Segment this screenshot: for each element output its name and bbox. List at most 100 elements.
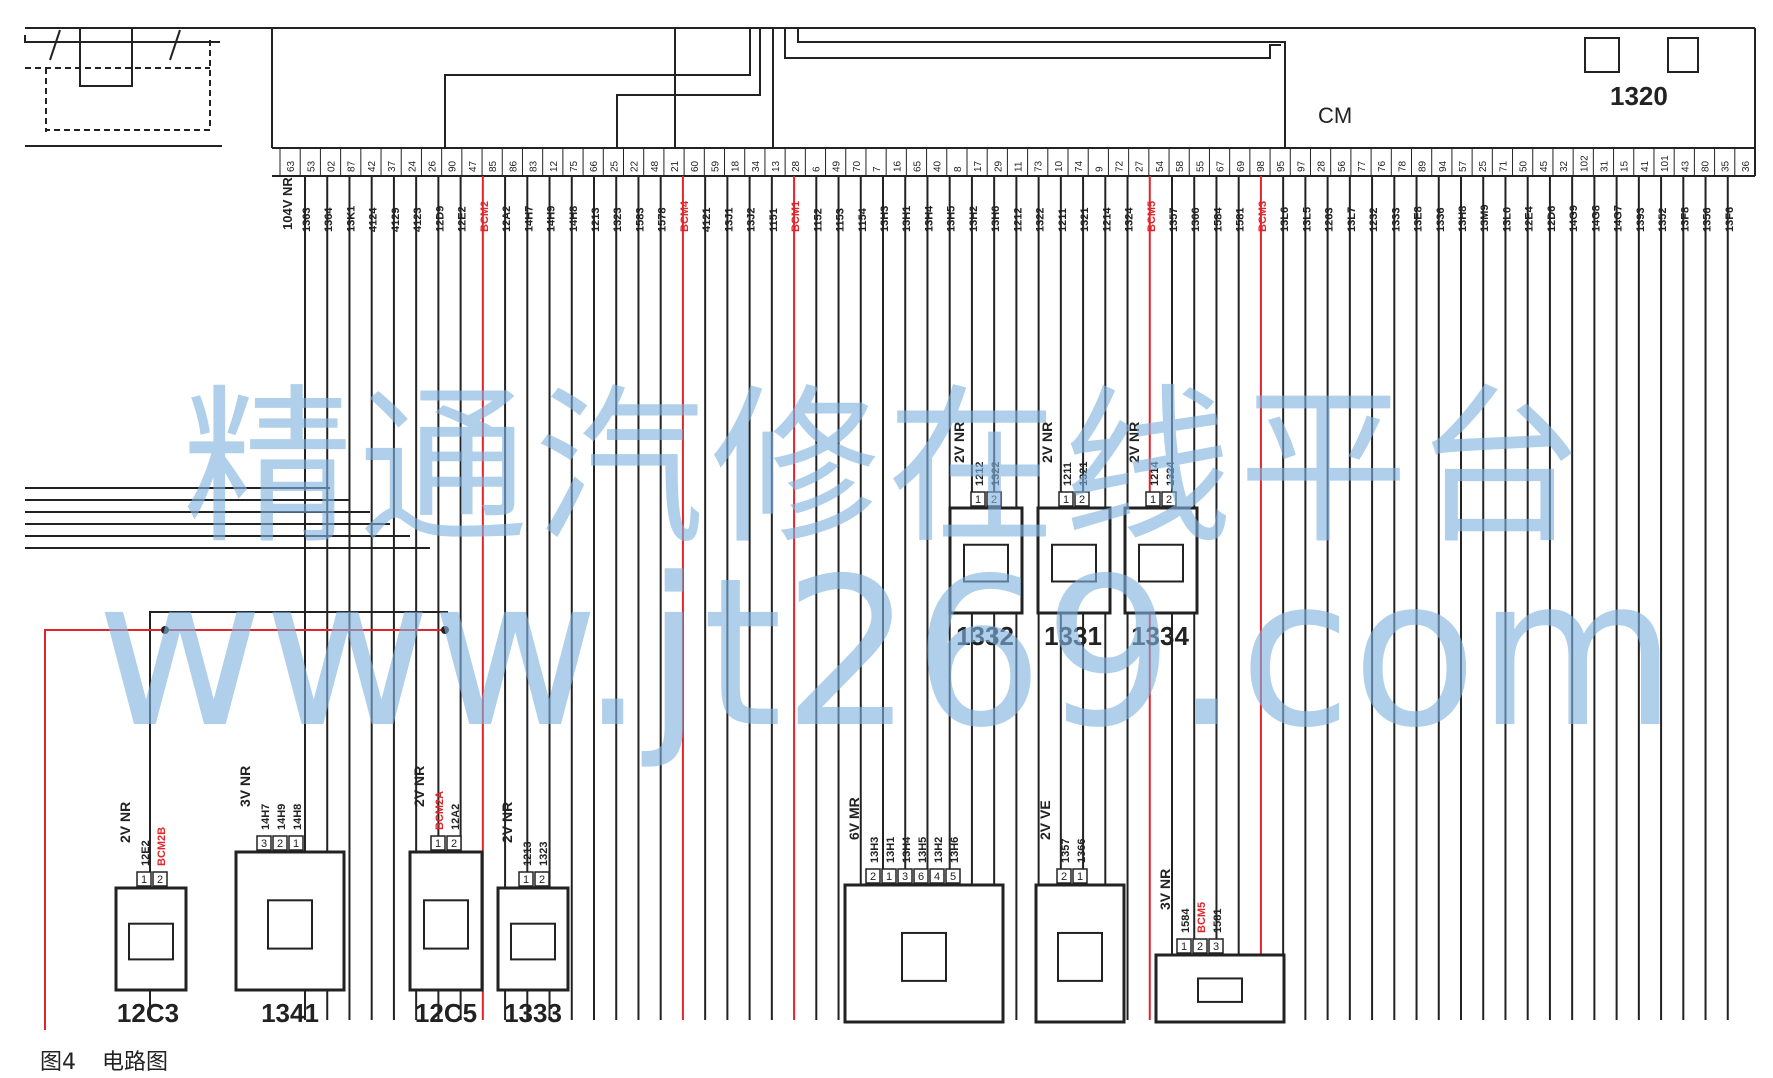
- header-pin-number: 54: [1155, 160, 1166, 172]
- pin-wire-label: BCM5: [1196, 902, 1208, 933]
- component-id: 12C3: [117, 998, 179, 1028]
- header-pin-number: 02: [327, 160, 338, 172]
- pin-number: 2: [277, 838, 283, 850]
- pin-wire-label: 13H2: [933, 837, 945, 863]
- pin-wire-label: 1323: [538, 842, 550, 866]
- pin-wire-label: 1366: [1076, 839, 1088, 863]
- header-pin-number: 59: [710, 160, 721, 172]
- pin-wire-label: BCM2B: [156, 827, 168, 866]
- wire-label: 1333: [1390, 208, 1402, 232]
- connector-type: 3V NR: [1157, 869, 1173, 910]
- wire-label: 1211: [1057, 208, 1069, 232]
- header-pin-number: 87: [347, 160, 358, 172]
- wire-label: 13L7: [1346, 207, 1358, 232]
- wire-label: 1363: [301, 208, 313, 232]
- header-pin-number: 29: [993, 160, 1004, 172]
- connector-type: 6V MR: [846, 797, 862, 840]
- header-pin-number: 43: [1680, 160, 1691, 172]
- cm-connector-label: CM: [1318, 103, 1352, 128]
- pin-number: 1: [886, 871, 892, 883]
- wire-label: 1323: [612, 208, 624, 232]
- pin-number: 2: [991, 494, 997, 506]
- header-pin-number: 78: [1397, 160, 1408, 172]
- wire-label: BCM5: [1146, 201, 1158, 232]
- wire-label: BCM4: [679, 200, 691, 232]
- header-pin-number: 97: [1296, 160, 1307, 172]
- header-pin-number: 45: [1539, 160, 1550, 172]
- header-pin-number: 13: [771, 160, 782, 172]
- wire-label: 13H2: [968, 206, 980, 232]
- wire-label: 13E8: [1413, 206, 1425, 232]
- header-pin-number: 42: [367, 160, 378, 172]
- wire-label: 4124: [368, 207, 380, 232]
- trunk-wire: [44, 629, 448, 1030]
- header-pin-number: 72: [1115, 160, 1126, 172]
- header-pin-number: 74: [1074, 160, 1085, 172]
- header-pin-number: 11: [1014, 161, 1025, 172]
- wire-label: 13M9: [1479, 204, 1491, 232]
- header-pin-number: 56: [1337, 160, 1348, 172]
- pin-number: 1: [293, 838, 299, 850]
- wire-label: 1352: [1657, 208, 1669, 232]
- wire-label: 1212: [1012, 208, 1024, 232]
- wire-label: BCM2: [479, 201, 491, 232]
- wire-label: BCM3: [1257, 201, 1269, 232]
- pin-wire-label: 1321: [1078, 462, 1090, 486]
- wire-label: 1321: [1079, 208, 1091, 232]
- header-pin-number: 101: [1660, 155, 1671, 172]
- wire-label: 12A2: [501, 206, 513, 232]
- pin-wire-label: 13H1: [885, 837, 897, 863]
- ecu-id-label: 1320: [1610, 81, 1668, 111]
- header-pin-number: 75: [569, 160, 580, 172]
- header-pin-number: 9: [1094, 166, 1105, 172]
- header-pin-number: 57: [1458, 160, 1469, 172]
- wire-label: 1356: [1702, 208, 1714, 232]
- wire-label: 12D9: [434, 206, 446, 232]
- wire-label: 1581: [1235, 208, 1247, 232]
- wire-label: 13J2: [746, 208, 758, 232]
- wire-label: 13H4: [923, 205, 935, 232]
- pin-number: 6: [918, 871, 924, 883]
- header-pin-number: 32: [1559, 160, 1570, 172]
- pin-number: 1: [1150, 494, 1156, 506]
- wire-label: 1583: [634, 208, 646, 232]
- wire-label: 1336: [1435, 208, 1447, 232]
- wire-label: 14H9: [546, 206, 558, 232]
- pin-wire-label: 13H5: [917, 837, 929, 863]
- header-pin-number: 26: [428, 160, 439, 172]
- header-pin-number: 98: [1256, 160, 1267, 172]
- wire-label: 14G8: [1590, 205, 1602, 232]
- header-pin-number: 28: [791, 160, 802, 172]
- connector-type: 2V NR: [1039, 422, 1055, 463]
- connector-type: 2V NR: [117, 802, 133, 843]
- pin-wire-label: 1211: [1062, 462, 1074, 486]
- connector-type: 2V NR: [411, 766, 427, 807]
- header-pin-number: 22: [630, 160, 641, 172]
- wire-label: 13H6: [990, 206, 1002, 232]
- header-pin-number: 58: [1175, 160, 1186, 172]
- connector-type: 3V NR: [237, 766, 253, 807]
- header-pin-number: 21: [670, 160, 681, 172]
- header-pin-number: 6: [811, 166, 822, 172]
- pin-number: 2: [870, 871, 876, 883]
- header-voltage-label: 104V NR: [280, 177, 295, 230]
- header-pin-number: 28: [1317, 160, 1328, 172]
- pin-number: 1: [975, 494, 981, 506]
- header-pin-number: 12: [549, 160, 560, 172]
- pin-number: 1: [141, 874, 147, 886]
- header-pin-number: 35: [1721, 160, 1732, 172]
- pin-number: 2: [539, 874, 545, 886]
- pin-number: 2: [1079, 494, 1085, 506]
- wire-label: 1364: [323, 207, 335, 232]
- header-pin-number: 15: [1620, 160, 1631, 172]
- pin-number: 1: [1063, 494, 1069, 506]
- pin-number: 3: [1213, 941, 1219, 953]
- wire-label: 13H5: [946, 206, 958, 232]
- connector-type: 2V NR: [499, 802, 515, 843]
- wire-label: 4123: [412, 208, 424, 232]
